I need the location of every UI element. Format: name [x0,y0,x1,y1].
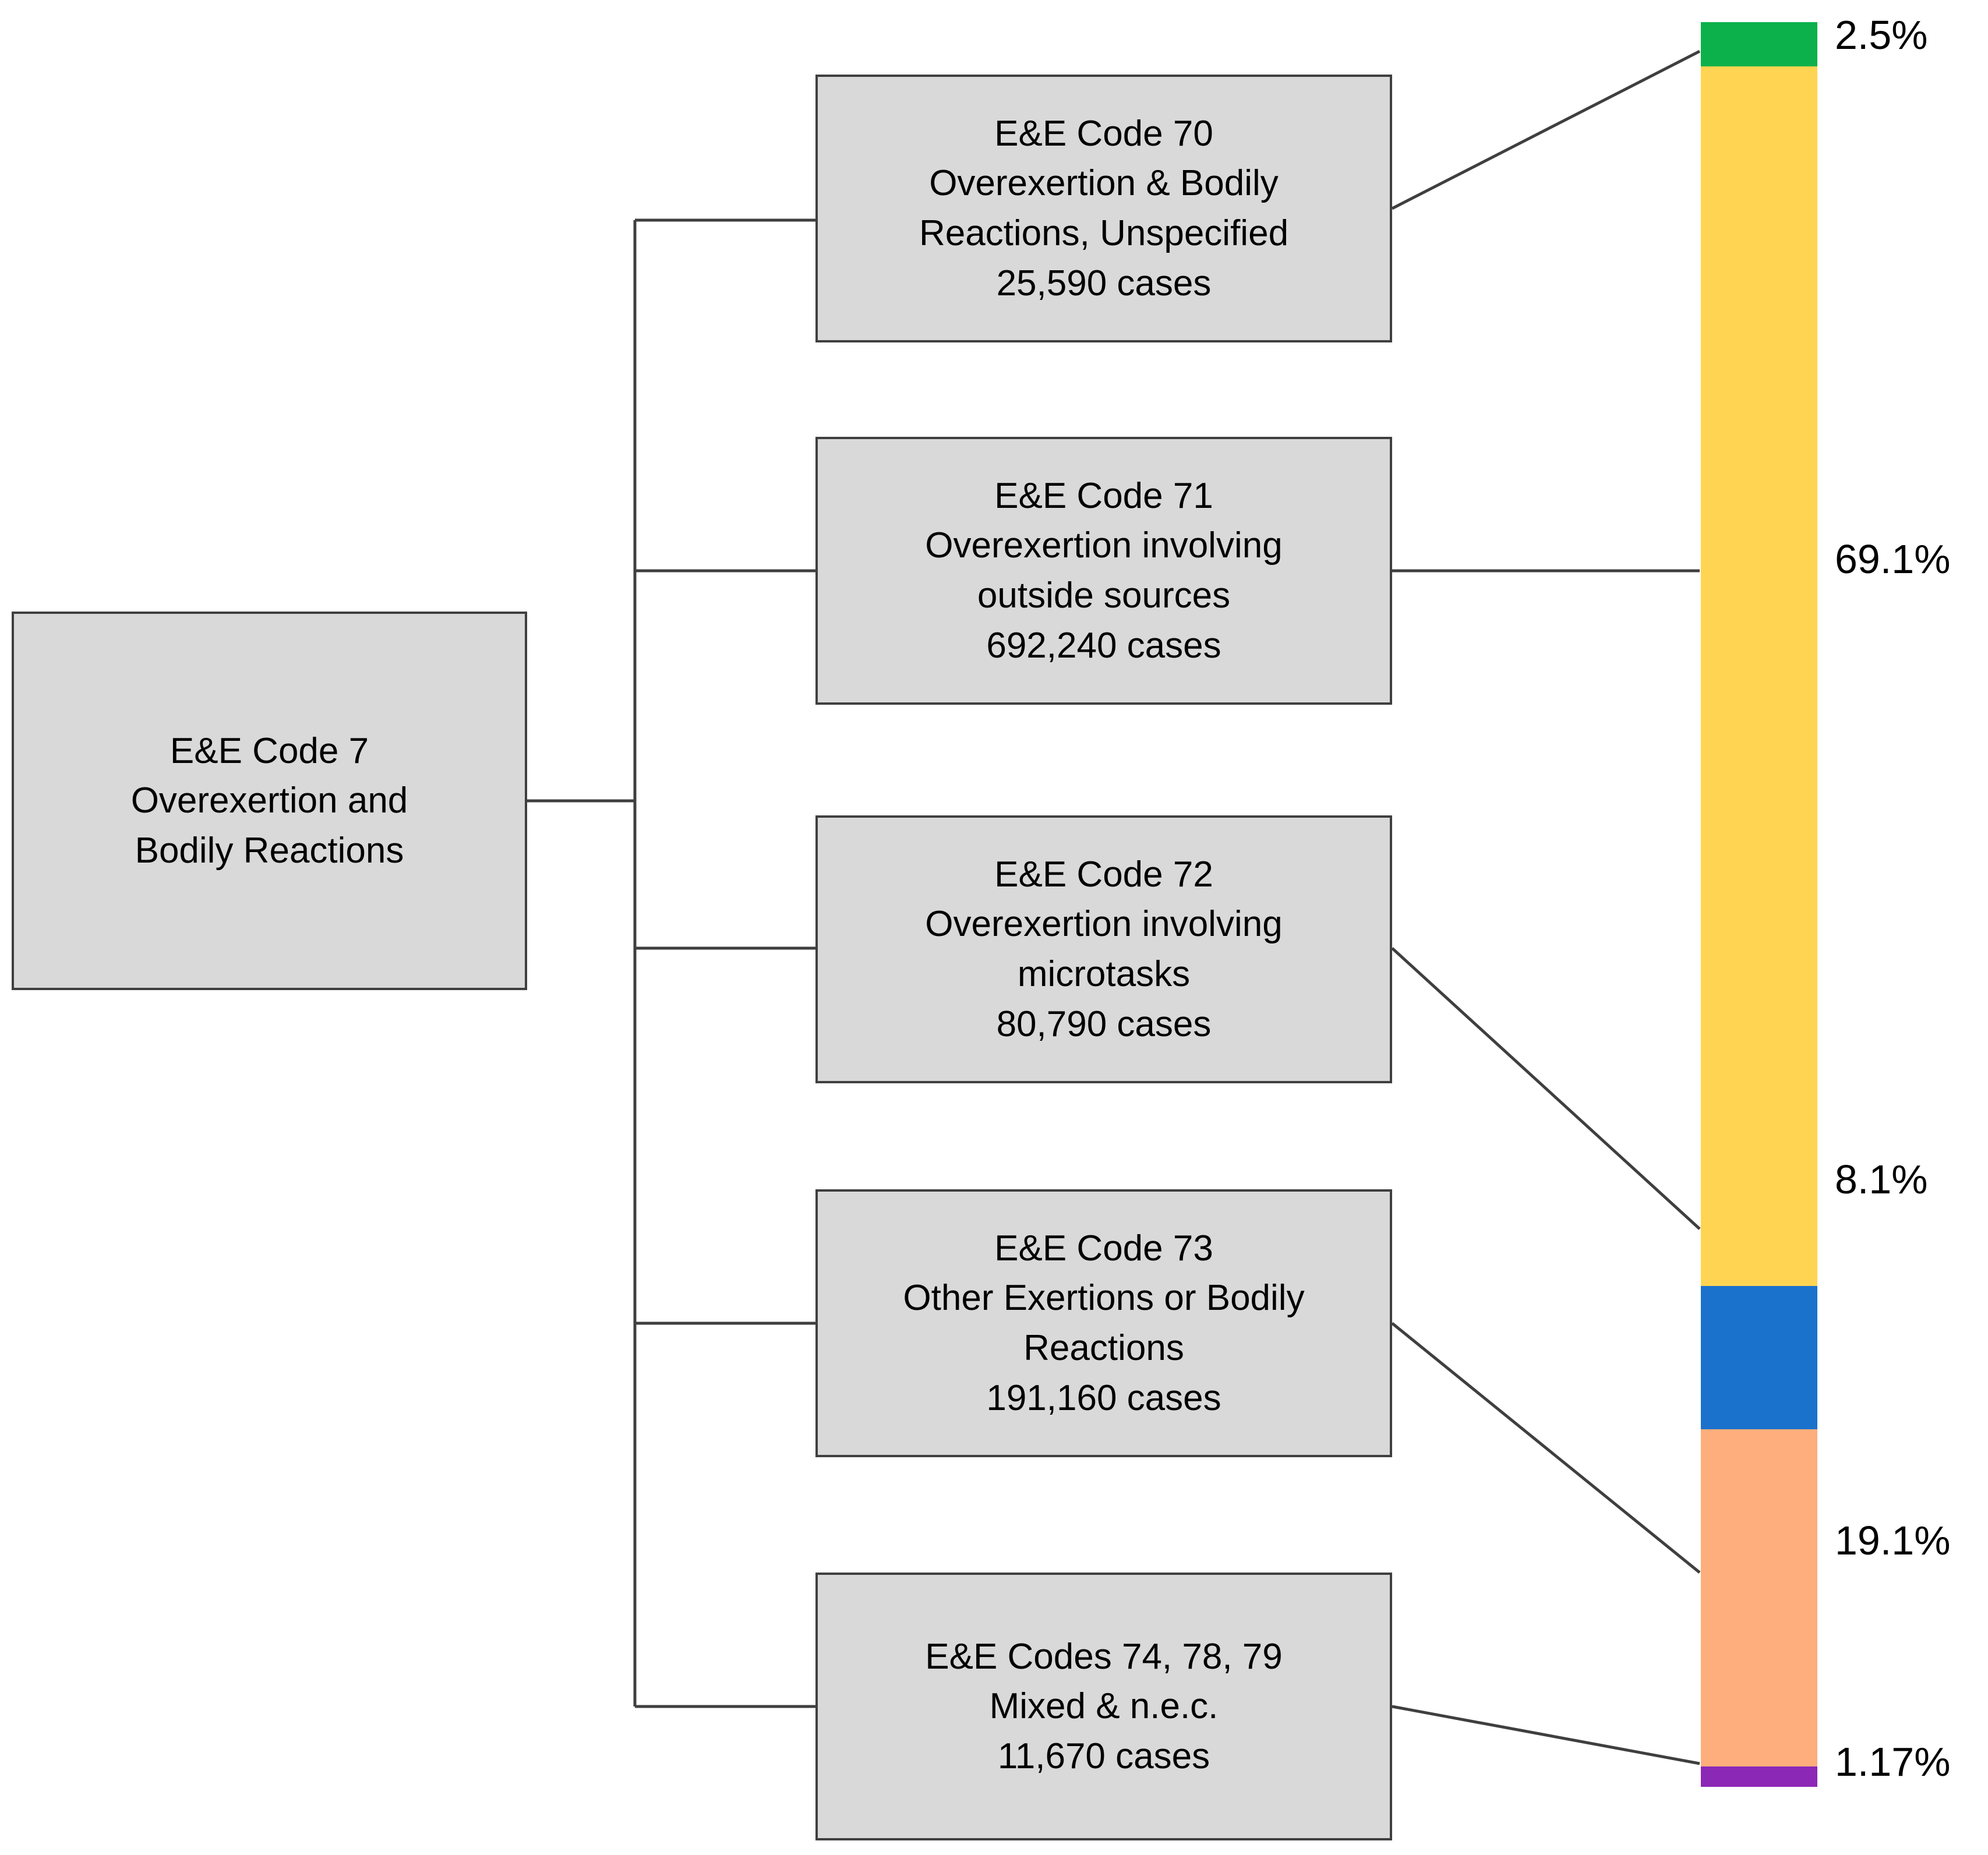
node-73-desc-2: Reactions [1023,1328,1184,1368]
leader-node-73-to-segment-orange [1391,1322,1701,1574]
leader-node-70-to-segment-green [1391,50,1701,210]
root-line-3: Bodily Reactions [135,830,404,871]
node-70-code: E&E Code 70 [994,113,1213,154]
node-72-desc-1: Overexertion involving [925,904,1283,945]
node-74-code: E&E Codes 74, 78, 79 [925,1636,1283,1677]
node-74-cases: 11,670 cases [997,1736,1210,1776]
bar-segment-code-71[interactable] [1701,66,1817,1287]
percent-label-code-70: 2.5% [1835,12,1928,58]
root-line-1: E&E Code 7 [170,730,369,771]
node-73-cases: 191,160 cases [986,1377,1221,1418]
node-70-cases: 25,590 cases [996,263,1212,303]
node-root-code-7[interactable]: E&E Code 7 Overexertion and Bodily React… [12,612,527,990]
bar-segment-code-70[interactable] [1701,22,1817,66]
leader-node-72-to-segment-blue [1391,947,1701,1230]
node-code-72[interactable]: E&E Code 72 Overexertion involving micro… [815,815,1392,1083]
node-70-desc-1: Overexertion & Bodily [929,163,1279,204]
node-71-desc-1: Overexertion involving [925,525,1283,566]
node-72-cases: 80,790 cases [996,1004,1212,1044]
percent-label-code-72: 8.1% [1835,1157,1928,1202]
node-72-desc-2: microtasks [1017,954,1191,994]
node-71-code: E&E Code 71 [994,475,1213,516]
percent-label-code-73: 19.1% [1835,1518,1951,1563]
percent-label-code-71: 69.1% [1835,536,1951,582]
node-73-desc-1: Other Exertions or Bodily [903,1278,1305,1319]
root-line-2: Overexertion and [130,780,408,821]
node-code-70[interactable]: E&E Code 70 Overexertion & Bodily Reacti… [815,75,1392,342]
node-71-cases: 692,240 cases [986,625,1221,666]
node-73-code: E&E Code 73 [994,1228,1213,1269]
stacked-bar-chart [1701,22,1817,1787]
bar-segment-code-72[interactable] [1701,1286,1817,1429]
node-70-desc-2: Reactions, Unspecified [919,213,1289,253]
node-74-desc-1: Mixed & n.e.c. [989,1686,1219,1727]
leader-node-74-to-segment-purple [1392,1705,1700,1765]
node-code-73[interactable]: E&E Code 73 Other Exertions or Bodily Re… [815,1189,1392,1457]
node-71-desc-2: outside sources [977,575,1231,616]
bar-segment-codes-74-78-79[interactable] [1701,1766,1817,1787]
node-codes-74-78-79[interactable]: E&E Codes 74, 78, 79 Mixed & n.e.c. 11,6… [815,1573,1392,1840]
node-72-code: E&E Code 72 [994,854,1213,895]
node-code-71[interactable]: E&E Code 71 Overexertion involving outsi… [815,437,1392,705]
percent-label-codes-74-78-79: 1.17% [1835,1739,1951,1785]
bar-segment-code-73[interactable] [1701,1429,1817,1766]
